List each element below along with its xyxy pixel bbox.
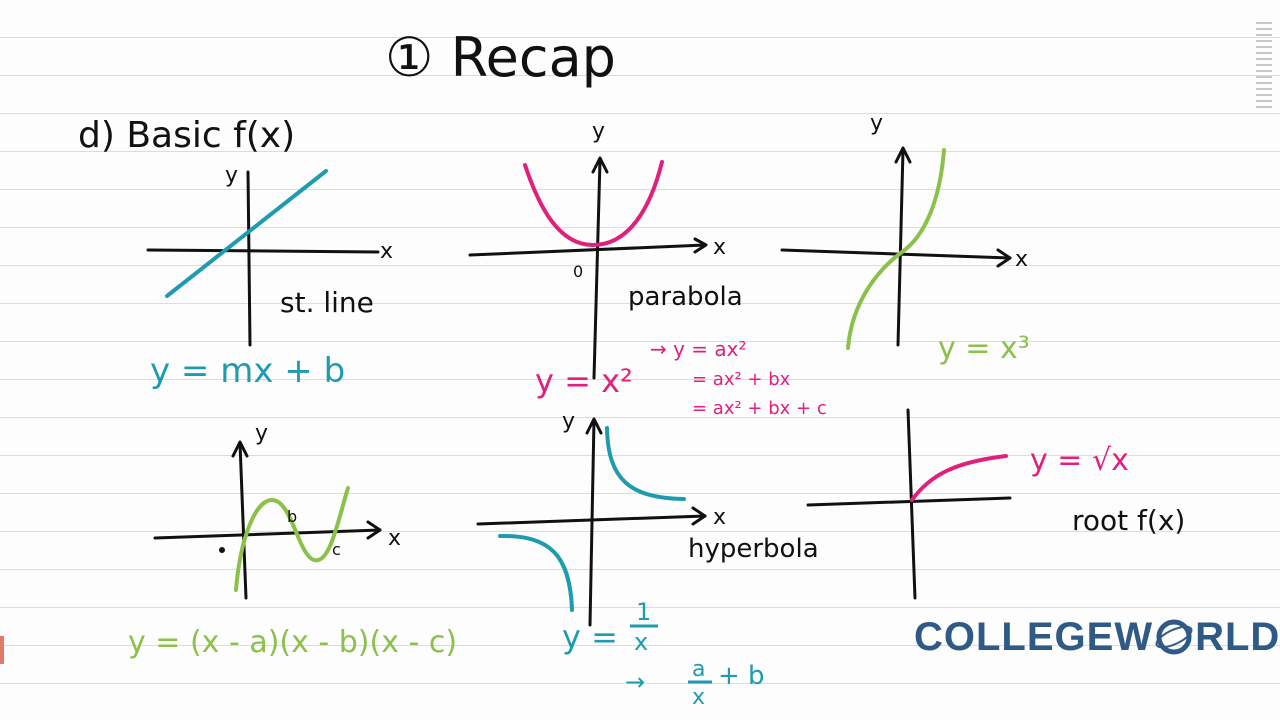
graph-hyperbola: x y hyperbola y = 1 x → a x + b — [476, 409, 819, 710]
section-heading: d) Basic f(x) — [78, 115, 295, 156]
x-axis — [468, 243, 707, 257]
graph-name: st. line — [280, 286, 374, 319]
equation-denominator: x — [634, 628, 648, 656]
y-axis-arrow — [591, 156, 609, 174]
root-label-b: b — [287, 507, 297, 526]
graph-root: y = √x root f(x) — [806, 408, 1185, 600]
graph-equation: y = mx + b — [150, 351, 345, 391]
y-axis — [588, 418, 596, 627]
graph-name: hyperbola — [688, 534, 819, 564]
x-axis — [153, 528, 382, 540]
y-axis — [906, 408, 917, 600]
x-axis-arrow — [366, 520, 382, 540]
y-axis — [896, 148, 905, 347]
origin-label: 0 — [573, 262, 583, 281]
graph-polynomial: x y b c y = (x - a)(x - b)(x - c) — [128, 421, 457, 660]
note-denominator: x — [692, 685, 705, 710]
root-curve — [910, 454, 1008, 502]
note-arrow: → — [625, 668, 645, 696]
y-axis — [238, 441, 248, 600]
page-title: ① Recap — [385, 26, 616, 89]
x-axis-label: x — [388, 526, 401, 551]
graph-equation: y = √x — [1030, 443, 1129, 478]
cubic-curve — [846, 148, 946, 350]
y-axis-label: y — [225, 163, 238, 188]
line-curve — [165, 169, 328, 298]
parabola-curve — [523, 160, 664, 247]
x-axis-label: x — [380, 239, 393, 264]
graph-parabola: x y 0 parabola y = x² → y = ax² = ax² + … — [468, 119, 827, 419]
x-axis-label: x — [713, 505, 726, 530]
y-axis-arrow — [231, 440, 249, 458]
graph-equation: y = (x - a)(x - b)(x - c) — [128, 625, 457, 660]
expansion-note-3: = ax² + bx + c — [692, 398, 827, 419]
graph-cubic: x y y = x³ — [780, 111, 1030, 366]
y-axis-arrow — [894, 146, 912, 164]
graph-equation-lhs: y = — [562, 618, 618, 656]
brand-logo: COLLEGEW RLD — [914, 612, 1279, 662]
y-axis-label: y — [592, 119, 605, 144]
y-axis — [246, 170, 252, 347]
y-axis — [592, 158, 602, 380]
polynomial-curve — [234, 486, 350, 592]
graph-name: parabola — [628, 282, 743, 312]
x-axis-label: x — [1015, 247, 1028, 272]
graph-straight-line: x y st. line y = mx + b — [146, 163, 393, 391]
hyperbola-branch-right — [605, 426, 686, 501]
x-axis-arrow — [693, 237, 708, 254]
expansion-note-2: = ax² + bx — [692, 369, 791, 390]
note-suffix: + b — [718, 661, 765, 691]
graph-equation: y = x² — [535, 362, 633, 400]
x-axis — [146, 248, 380, 254]
y-axis-label: y — [870, 111, 883, 136]
x-axis — [806, 496, 1012, 507]
expansion-note-1: → y = ax² — [650, 337, 747, 361]
root-label-c: c — [332, 540, 341, 559]
graph-name: root f(x) — [1072, 504, 1185, 537]
brand-name-left: COLLEGEW — [914, 614, 1154, 659]
equation-numerator: 1 — [636, 598, 651, 626]
x-axis-arrow — [691, 506, 707, 526]
note-numerator: a — [692, 657, 705, 682]
scroll-handle[interactable] — [1256, 22, 1272, 108]
hyperbola-branch-left — [498, 533, 574, 612]
y-axis-label: y — [562, 409, 575, 434]
globe-orbit-icon — [1154, 617, 1194, 657]
brand-name-right: RLD — [1195, 614, 1280, 659]
x-axis-label: x — [713, 235, 726, 260]
graph-equation: y = x³ — [938, 331, 1030, 366]
root-dot — [219, 547, 225, 553]
y-axis-arrow — [585, 417, 603, 435]
x-axis — [780, 248, 1012, 260]
page-edge-marker — [0, 636, 4, 664]
y-axis-label: y — [255, 421, 268, 446]
x-axis-arrow — [996, 248, 1012, 268]
